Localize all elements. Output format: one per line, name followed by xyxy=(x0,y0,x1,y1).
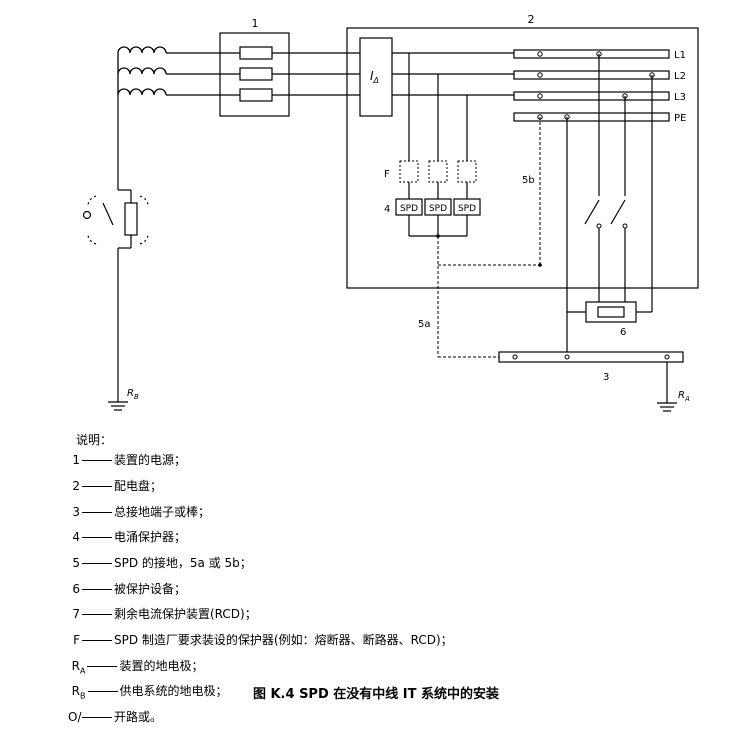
label-3: 3 xyxy=(603,372,609,383)
legend-symbol: 1 xyxy=(72,453,80,468)
legend-item: F SPD 制造厂要求装设的保护器(例如：熔断器、断路器、RCD)； xyxy=(68,630,453,656)
label-5a: 5a xyxy=(418,319,431,330)
switch-contacts xyxy=(596,223,628,229)
legend-symbol: 2 xyxy=(72,478,80,493)
rcd-box xyxy=(359,37,393,117)
label-4: 4 xyxy=(384,204,390,215)
legend-dash xyxy=(82,485,112,487)
legend-symbol: 5 xyxy=(72,556,80,571)
spd-boxes: SPD SPD SPD xyxy=(395,198,481,216)
fuse-box xyxy=(219,32,290,117)
legend-text: 被保护设备； xyxy=(114,581,187,596)
label-f: F xyxy=(384,169,390,180)
label-2: 2 xyxy=(528,13,535,26)
legend-dash xyxy=(82,588,112,590)
label-ra: RA xyxy=(678,390,690,403)
legend-dash xyxy=(82,537,112,539)
legend-symbol: O/ xyxy=(68,710,82,725)
legend-list: 1 装置的电源； 2 配电盘； 3 总接地端子或棒； 4 电涌保护器； 5 SPD 的接地，5a … xyxy=(68,450,453,733)
legend-item: 5 SPD 的接地，5a 或 5b； xyxy=(68,553,453,579)
spd-label: SPD xyxy=(429,204,447,214)
open-circuit-icon xyxy=(82,210,92,220)
legend-item: RA 装置的地电极； xyxy=(68,656,453,682)
legend-dash xyxy=(82,563,112,565)
ground-rb xyxy=(108,401,128,411)
label-l2: L2 xyxy=(674,71,686,82)
legend-text: 装置的电源； xyxy=(114,453,187,468)
distribution-board xyxy=(346,27,699,289)
spd-label: SPD xyxy=(458,204,476,214)
legend-item: O/开路或。 xyxy=(68,707,453,733)
legend-text: 总接地端子或棒； xyxy=(114,504,211,519)
main-earthing-bar xyxy=(498,351,684,363)
spd-earthing-dashed xyxy=(437,117,541,358)
busbars xyxy=(513,49,670,122)
label-6: 6 xyxy=(620,327,626,338)
legend-dash xyxy=(82,640,112,642)
source-windings xyxy=(117,46,167,96)
legend-symbol-subscript: A xyxy=(80,666,86,676)
label-l1: L1 xyxy=(674,50,686,61)
legend-item: 6 被保护设备； xyxy=(68,579,453,605)
legend-dash xyxy=(82,460,112,462)
spd-protectors-f xyxy=(399,160,477,183)
label-1: 1 xyxy=(252,17,259,30)
earth-bar-node xyxy=(564,354,570,360)
legend-symbol: R xyxy=(71,684,80,699)
legend-symbol: F xyxy=(73,633,80,648)
phase-conductors xyxy=(166,52,514,96)
it-system-spd-diagram: 1 2 IΔ L1 L2 L3 PE F xyxy=(82,13,699,412)
label-pe: PE xyxy=(674,113,686,124)
spd-label: SPD xyxy=(400,204,418,214)
legend-text: 供电系统的地电极； xyxy=(119,684,228,699)
legend-title: 说明： xyxy=(76,433,113,447)
label-l3: L3 xyxy=(674,92,686,103)
legend-text: SPD 制造厂要求装设的保护器(例如：熔断器、断路器、RCD)； xyxy=(114,633,453,648)
legend-text: 装置的地电极； xyxy=(119,658,204,673)
spd-common-ground xyxy=(408,215,468,237)
legend-item: 7 剩余电流保护装置(RCD)； xyxy=(68,604,453,630)
earth-bar-terminals xyxy=(512,354,670,360)
legend-dash xyxy=(82,614,112,616)
legend-symbol: 6 xyxy=(72,581,80,596)
legend-symbol-subscript: B xyxy=(80,691,86,701)
legend-symbol: 3 xyxy=(72,504,80,519)
busbar-l1 xyxy=(513,49,670,59)
rcd-label: IΔ xyxy=(370,69,379,85)
legend-dash xyxy=(82,511,112,513)
source-earth-path xyxy=(87,95,149,402)
label-5b: 5b xyxy=(522,175,535,186)
busbar-l2 xyxy=(513,70,670,80)
legend-dash xyxy=(87,665,118,667)
figure-caption: 图 K.4 SPD 在没有中线 IT 系统中的安装 xyxy=(252,687,500,702)
legend: 说明： 1 装置的电源； 2 配电盘； 3 总接地端子或棒； 4 电涌保护器； 5 SPD 的接地… xyxy=(68,430,453,733)
legend-text: 电涌保护器； xyxy=(114,530,187,545)
legend-symbol: 4 xyxy=(72,530,80,545)
legend-symbol: 7 xyxy=(72,607,80,622)
protected-equipment xyxy=(585,301,637,323)
legend-item: 1 装置的电源； xyxy=(68,450,453,476)
legend-text: 剩余电流保护装置(RCD)； xyxy=(114,607,257,622)
legend-item: 3 总接地端子或棒； xyxy=(68,502,453,528)
5b-junction xyxy=(538,263,542,267)
busbar-pe xyxy=(513,112,670,122)
legend-dash xyxy=(82,717,112,719)
label-rb: RB xyxy=(127,388,139,401)
legend-dash xyxy=(87,691,118,693)
ground-ra xyxy=(657,362,677,412)
equipment-feeds xyxy=(566,54,653,357)
busbar-l3 xyxy=(513,91,670,101)
busbar-terminals xyxy=(537,51,655,120)
legend-text: 开路或。 xyxy=(114,710,163,725)
legend-item: 2 配电盘； xyxy=(68,476,453,502)
legend-text: SPD 的接地，5a 或 5b； xyxy=(114,556,252,571)
legend-item: 4 电涌保护器； xyxy=(68,527,453,553)
legend-text: 配电盘； xyxy=(114,478,163,493)
legend-item: RB 供电系统的地电极； xyxy=(68,681,453,707)
legend-symbol: R xyxy=(71,658,80,673)
